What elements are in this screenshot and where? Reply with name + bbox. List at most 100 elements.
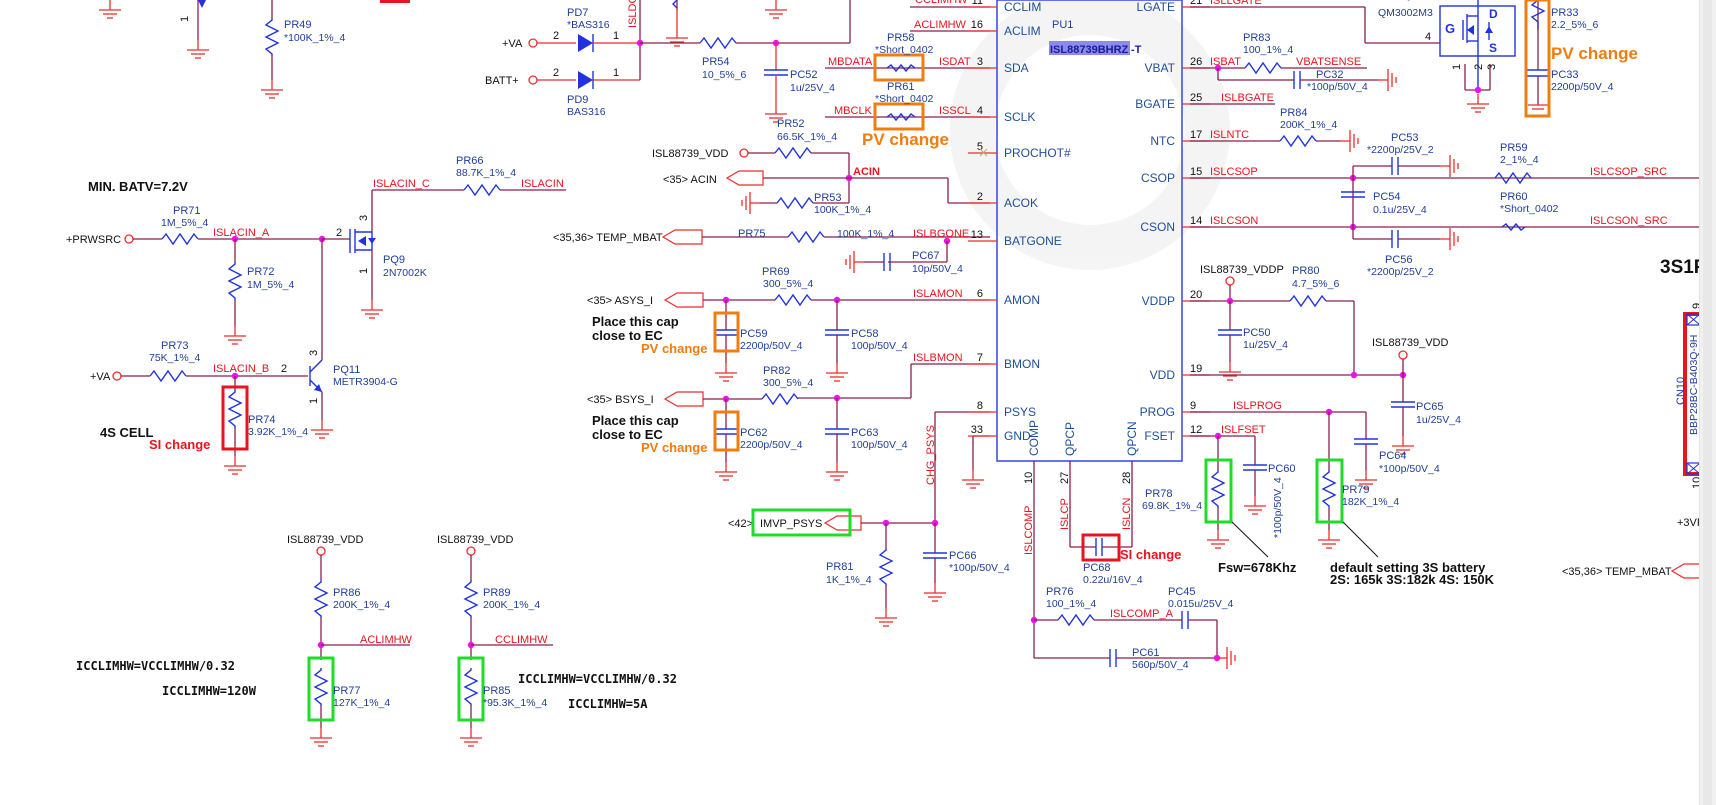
battery-connector-section: 3S1P 9 10 CN10 BBP28BC-B403Q-9H +3VPC <3… bbox=[1562, 257, 1700, 579]
port-asys[interactable] bbox=[663, 292, 704, 308]
port-va[interactable] bbox=[528, 38, 538, 48]
ic-ref: PU1 bbox=[1052, 19, 1073, 31]
port-va-2[interactable] bbox=[112, 371, 122, 381]
port-asys-label: <35> ASYS_I bbox=[587, 295, 653, 307]
pc67-ref: PC67 bbox=[912, 250, 940, 262]
pin-number: 7 bbox=[977, 352, 983, 364]
pv-change-box-pr58 bbox=[873, 53, 925, 82]
pin-name: VBAT bbox=[1145, 61, 1176, 75]
acin-section: ISL88739_VDD ACIN <35> ACIN PR53 100K_1%… bbox=[553, 146, 990, 275]
svg-text:10: 10 bbox=[1023, 472, 1035, 484]
net-islamon-label: ISLAMON bbox=[913, 288, 963, 300]
port-temp-mbat-2[interactable] bbox=[1670, 563, 1700, 579]
port-bsys[interactable] bbox=[663, 391, 704, 407]
pr71-ref: PR71 bbox=[173, 205, 201, 217]
port-temp-mbat-label: <35,36> TEMP_MBAT bbox=[553, 232, 663, 244]
ic-pin-qpcp: QPCP bbox=[1063, 422, 1077, 456]
pin-name: SDA bbox=[1004, 61, 1029, 75]
cn10-value: BBP28BC-B403Q-9H bbox=[1688, 335, 1700, 435]
pc65-value: 1u/25V_4 bbox=[1416, 414, 1461, 426]
port-imvp-psys[interactable] bbox=[823, 515, 862, 531]
pr82-value: 300_5%_4 bbox=[763, 377, 813, 389]
port-isl-vdd-1[interactable] bbox=[739, 148, 749, 158]
pq7-drain-label: D bbox=[1489, 7, 1498, 21]
port-temp-mbat[interactable] bbox=[661, 229, 703, 245]
ic-part-highlight bbox=[1049, 41, 1130, 55]
battery-options-note: 2S: 165k 3S:182k 4S: 150K bbox=[1330, 572, 1495, 587]
resistor-pr61-icon bbox=[886, 112, 916, 122]
pr80-value: 4.7_5%_6 bbox=[1292, 278, 1339, 290]
net-islbgone-label: ISLBGONE bbox=[913, 228, 969, 240]
pr66-value: 88.7K_1%_4 bbox=[456, 167, 516, 179]
net-3vpc-label: +3VPC bbox=[1677, 517, 1700, 529]
pr86-ref: PR86 bbox=[333, 587, 361, 599]
pr89-value: 200K_1%_4 bbox=[483, 599, 540, 611]
pq7-gate-label: G bbox=[1445, 21, 1455, 36]
vbat-section: PR83 100_1%_4 VBATSENSE PC32 *100p/50V_4… bbox=[1190, 32, 1397, 153]
resistor-pr73-icon bbox=[149, 369, 187, 383]
pd7-ref: PD7 bbox=[567, 7, 588, 19]
resistor-pr54-icon bbox=[699, 36, 737, 50]
pq11-value: METR3904-G bbox=[333, 376, 398, 388]
pr80-ref: PR80 bbox=[1292, 265, 1320, 277]
pin-number: 12 bbox=[1190, 424, 1202, 436]
port-battp[interactable] bbox=[528, 75, 538, 85]
pc68-ref: PC68 bbox=[1083, 562, 1111, 574]
pin-name: VDD bbox=[1150, 368, 1176, 382]
pc64-ref: PC64 bbox=[1379, 450, 1407, 462]
resistor-pr59-icon bbox=[1494, 171, 1532, 185]
pd9-ref: PD9 bbox=[567, 94, 588, 106]
port-isl-vdd-2[interactable] bbox=[316, 546, 326, 556]
watermark-logo bbox=[950, 0, 1230, 270]
pin-net-label: ISLCSON bbox=[1210, 215, 1258, 227]
pq7-ref: PQ7 bbox=[1395, 0, 1417, 1]
net-islacin-a-label: ISLACIN_A bbox=[213, 227, 270, 239]
port-temp-mbat-label-2: <35,36> TEMP_MBAT bbox=[1562, 566, 1672, 578]
pc58-ref: PC58 bbox=[851, 328, 879, 340]
pc45-value: 0.015u/25V_4 bbox=[1168, 598, 1234, 610]
pr79-value: 182K_1%_4 bbox=[1342, 496, 1399, 508]
net-islprog-label: ISLPROG bbox=[1233, 400, 1282, 412]
pin-number: 19 bbox=[1190, 363, 1202, 375]
scrollbar-thumb[interactable] bbox=[1703, 0, 1712, 805]
place-cap-note-2b: close to EC bbox=[592, 427, 663, 442]
net-islcp-label: ISLCP bbox=[1059, 498, 1071, 530]
pr72-value: 1M_5%_4 bbox=[247, 279, 294, 291]
si-change-box-pc68 bbox=[1081, 533, 1121, 562]
mosfet-pq9-icon bbox=[349, 229, 376, 253]
ic-part-suffix: -T bbox=[1131, 44, 1142, 56]
pr76-ref: PR76 bbox=[1046, 586, 1074, 598]
pr69-value: 300_5%_4 bbox=[763, 278, 813, 290]
pin-net-label: ISLCSOP bbox=[1210, 166, 1258, 178]
port-isl-vdd-4[interactable] bbox=[1398, 350, 1408, 360]
vertical-scrollbar[interactable] bbox=[1699, 0, 1716, 805]
pq11-ref: PQ11 bbox=[333, 364, 360, 376]
pin-number: 6 bbox=[977, 288, 983, 300]
svg-text:1: 1 bbox=[308, 398, 320, 404]
ok-box-pr78 bbox=[1204, 458, 1233, 524]
ic-pin-comp: COMP bbox=[1027, 420, 1041, 456]
pc52-ref: PC52 bbox=[790, 69, 818, 81]
port-isl-vddp[interactable] bbox=[1225, 276, 1235, 286]
port-prwsrc[interactable] bbox=[124, 234, 134, 244]
port-acin[interactable] bbox=[725, 170, 764, 186]
ic-body bbox=[996, 0, 1183, 462]
pr73-value: 75K_1%_4 bbox=[149, 352, 201, 364]
pin-net-label: ISBAT bbox=[1210, 56, 1241, 68]
pr85-ref: PR85 bbox=[483, 685, 511, 697]
resistor-pr75-icon bbox=[787, 230, 825, 244]
pc63-ref: PC63 bbox=[851, 427, 879, 439]
resistor-pr85-icon bbox=[463, 668, 479, 706]
pr53-value: 100K_1%_4 bbox=[814, 204, 871, 216]
port-isl-vdd-3[interactable] bbox=[466, 546, 476, 556]
pv-change-note-pc62: PV change bbox=[641, 440, 707, 455]
